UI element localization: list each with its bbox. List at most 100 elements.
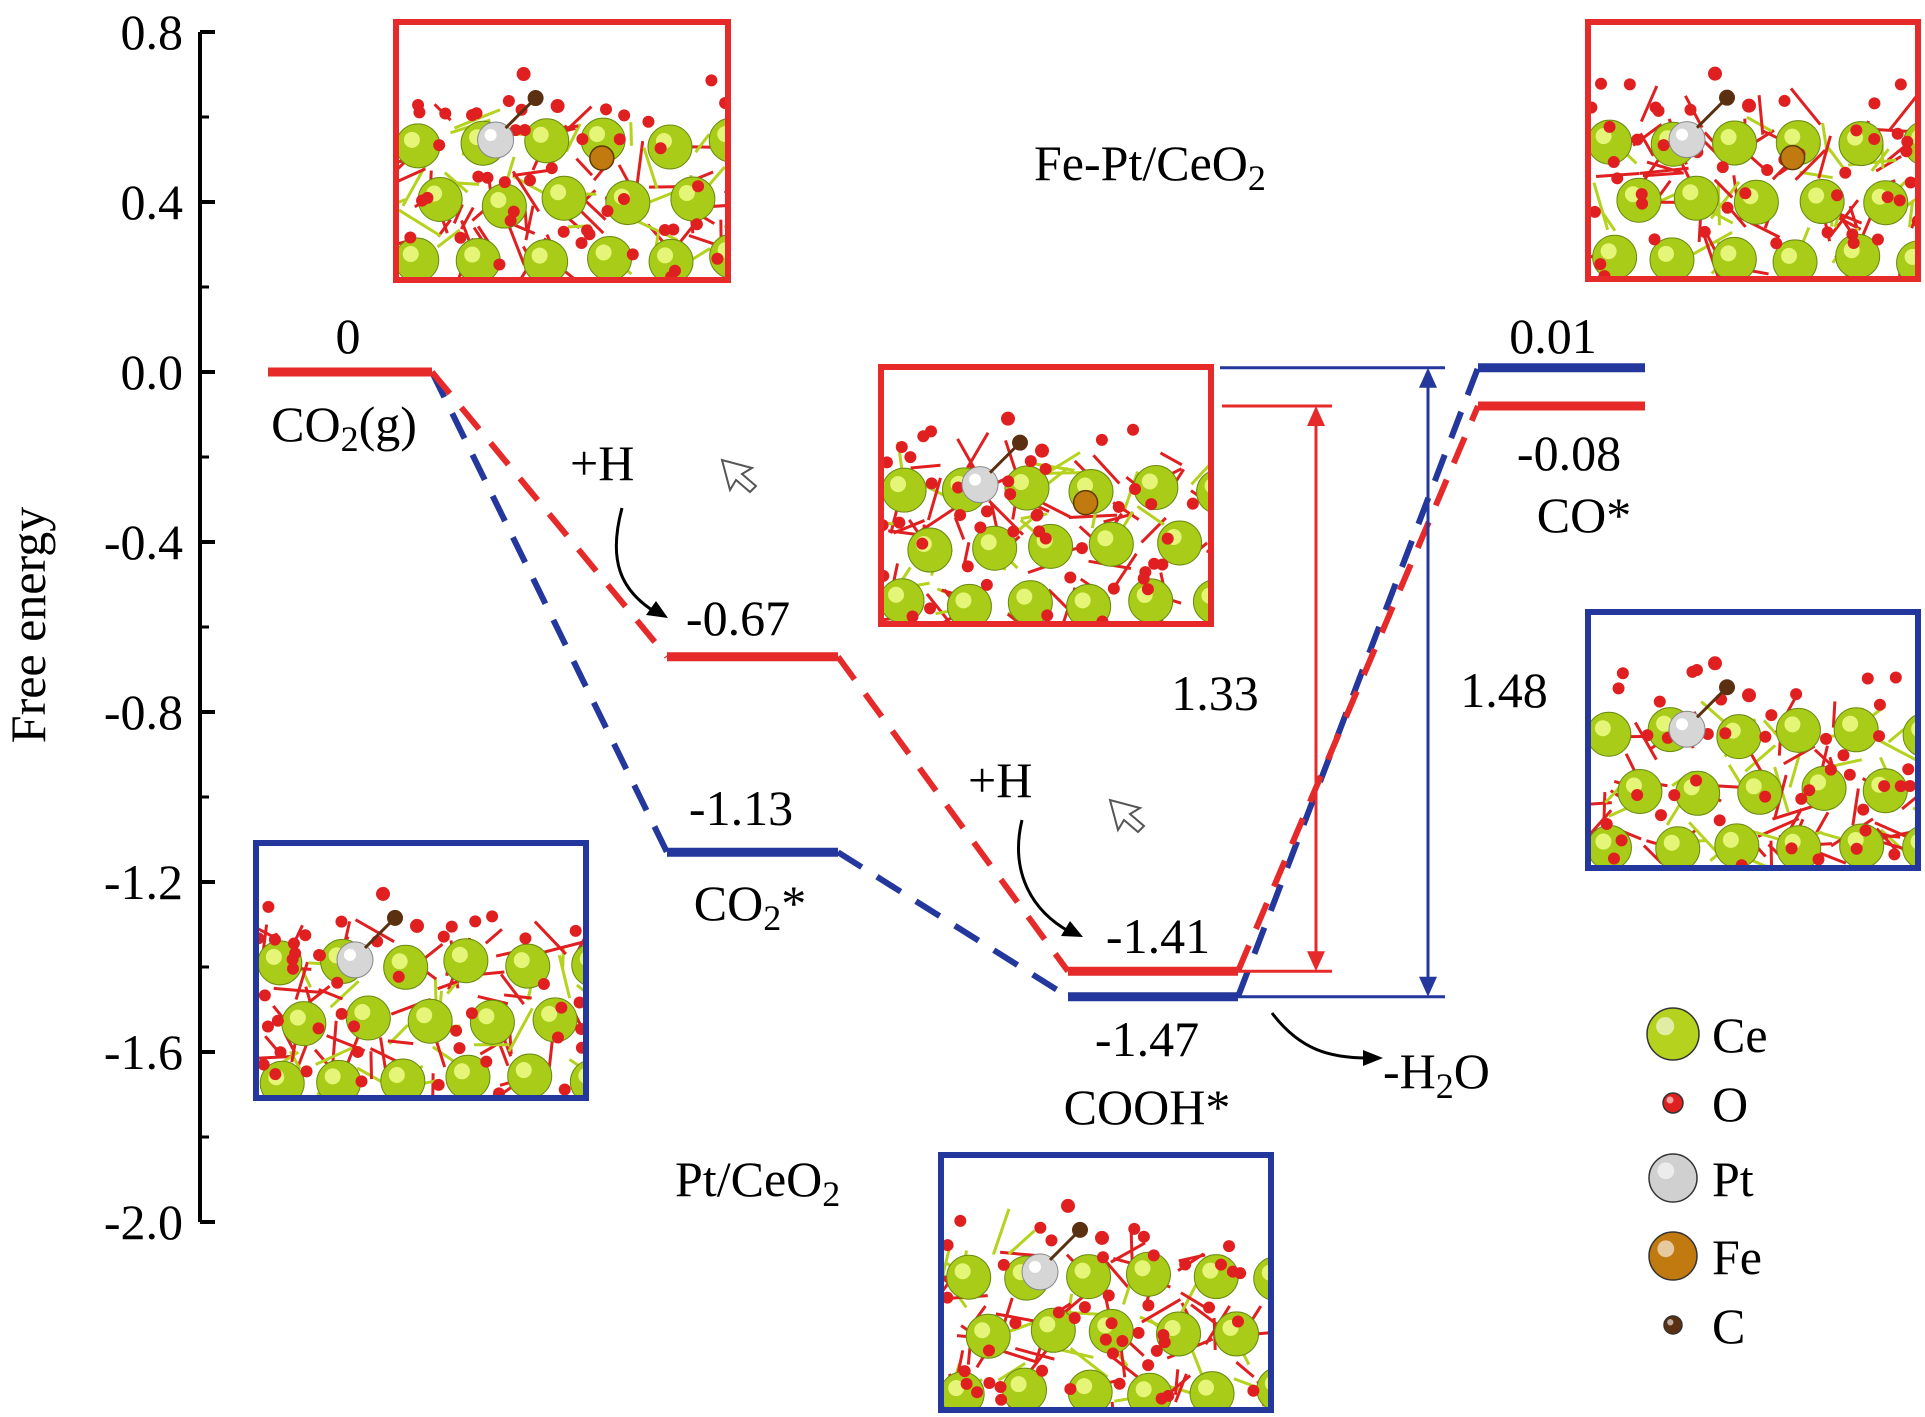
o-atom	[1036, 1364, 1049, 1377]
o-atom	[516, 67, 531, 82]
y-tick-label: -1.6	[104, 1024, 183, 1080]
o-atom	[1778, 94, 1791, 107]
o-atom	[1128, 1222, 1141, 1235]
bond	[642, 147, 659, 190]
bond	[1599, 208, 1617, 232]
ce-atom	[708, 117, 728, 163]
bond	[1105, 1261, 1130, 1289]
o-atom	[498, 176, 511, 189]
y-tick-label: -0.8	[104, 684, 183, 740]
atom-highlight	[1663, 834, 1680, 851]
ce-atom	[1253, 1256, 1271, 1301]
atom-highlight	[1164, 1319, 1181, 1336]
y-tick-label: 0.0	[121, 344, 184, 400]
o-atom	[613, 133, 626, 146]
bond	[647, 190, 675, 204]
o-atom	[1690, 664, 1703, 677]
ce-atom	[1737, 769, 1783, 815]
o-atom	[906, 610, 919, 623]
state-label-part: 2	[341, 419, 359, 459]
atom-highlight	[589, 126, 606, 143]
level-label: 0	[336, 308, 361, 364]
o-atom	[1803, 784, 1816, 797]
o-atom	[1739, 187, 1752, 200]
bond	[1757, 95, 1765, 135]
thumbnail-frame	[1585, 19, 1921, 282]
o-atom	[1859, 824, 1872, 837]
o-atom	[1900, 145, 1913, 158]
o-atom	[941, 1239, 954, 1252]
legend-item: O	[1662, 1076, 1748, 1132]
ce-atom	[1588, 825, 1632, 868]
structure-thumbnail	[253, 840, 636, 1101]
o-atom	[711, 252, 724, 265]
legend-swatch-highlight	[1656, 1017, 1675, 1036]
atom-highlight	[531, 247, 548, 264]
bond	[369, 1051, 374, 1080]
o-atom	[1881, 191, 1894, 204]
bond	[1799, 170, 1833, 180]
legend-swatch-highlight	[1667, 1319, 1674, 1326]
state-label-part: CO	[271, 396, 340, 452]
o-atom	[1107, 582, 1120, 595]
o-atom	[348, 1020, 361, 1033]
bond	[363, 918, 395, 949]
o-atom	[617, 193, 630, 206]
o-atom	[1203, 1301, 1216, 1314]
o-atom	[1157, 1328, 1170, 1341]
bond	[499, 973, 525, 1006]
o-atom	[1904, 176, 1917, 189]
o-atom	[1137, 1230, 1150, 1243]
o-atom	[1615, 834, 1628, 847]
ce-atom	[455, 238, 501, 280]
bond	[547, 1040, 554, 1068]
o-atom	[1761, 164, 1774, 177]
o-atom	[1595, 77, 1608, 90]
o-atom	[1812, 853, 1825, 866]
bond	[256, 1054, 295, 1060]
o-atom	[351, 1045, 364, 1058]
o-atom	[1657, 139, 1670, 152]
atom-highlight	[974, 1322, 991, 1339]
level-label: -0.67	[686, 590, 790, 646]
o-atom	[1668, 789, 1681, 802]
o-atom	[1139, 566, 1152, 579]
bond	[1875, 155, 1902, 173]
o-atom	[1142, 1359, 1155, 1372]
state-label-part: 2	[763, 898, 781, 938]
o-atom	[269, 1068, 282, 1081]
bond	[1821, 831, 1843, 841]
bond	[1092, 454, 1121, 485]
y-axis: 0.80.40.0-0.4-0.8-1.2-1.6-2.0	[104, 4, 215, 1250]
o-atom	[1150, 1344, 1163, 1357]
o-atom	[274, 1046, 287, 1059]
o-atom	[1821, 226, 1834, 239]
bond	[493, 1084, 514, 1098]
o-atom	[1106, 1347, 1119, 1360]
o-atom	[432, 1078, 445, 1091]
ce-atom	[587, 235, 633, 280]
o-atom	[1631, 789, 1644, 802]
atom-highlight	[513, 952, 530, 969]
o-atom	[450, 1024, 463, 1037]
o-atom	[271, 1014, 284, 1027]
ce-atom	[1192, 579, 1211, 624]
o-atom	[439, 107, 452, 120]
c-atom	[1719, 679, 1735, 696]
o-atom	[1654, 809, 1667, 822]
ce-atom	[592, 1001, 636, 1045]
o-atom	[692, 180, 705, 193]
o-atom	[1759, 790, 1772, 803]
step-label-add-h: +H	[968, 752, 1032, 808]
ce-atom	[571, 943, 586, 986]
o-atom	[545, 162, 558, 175]
atom-highlight	[1720, 245, 1737, 262]
o-atom	[519, 932, 532, 945]
bond	[1190, 460, 1211, 486]
bond	[1831, 701, 1837, 728]
bond	[256, 950, 259, 957]
o-atom	[971, 1386, 984, 1399]
o-atom	[995, 1393, 1008, 1406]
ce-atom	[443, 938, 489, 984]
o-atom	[1041, 609, 1054, 622]
